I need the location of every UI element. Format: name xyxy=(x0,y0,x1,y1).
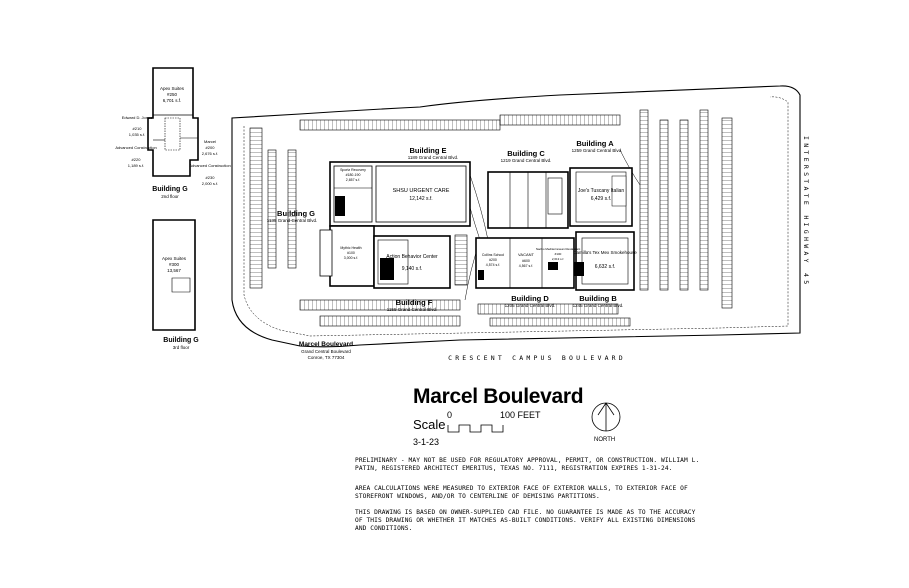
tenant-camillas-name: Camilla's Tex Mex Smokehouse xyxy=(573,250,637,255)
address-name: Marcel Boulevard xyxy=(299,341,353,348)
inset2-edward-suite: #210 xyxy=(133,126,143,131)
building-d-address: 1205 Grand Central Blvd. xyxy=(505,303,556,308)
building-a-address: 1259 Grand Central Blvd. xyxy=(572,148,623,153)
building-e xyxy=(329,161,471,227)
tenant-shsu-area: 12,142 s.f. xyxy=(409,196,432,202)
tenant-mythic-name: Mythic Health xyxy=(340,246,361,250)
inset2-edward-area: 1,035 s.f. xyxy=(129,132,145,137)
tenant-vacant-name: VACANT xyxy=(518,252,534,257)
building-g-address: 1135 Grand Central Blvd. xyxy=(267,218,317,223)
building-a xyxy=(569,167,633,227)
north-label: NORTH xyxy=(594,437,616,443)
building-d-name: Building D xyxy=(511,294,549,303)
inset2-apex-name: Apex Suites xyxy=(160,86,185,91)
inset-building-g-3rd-floor xyxy=(152,219,196,331)
inset2-caption: Building G xyxy=(152,186,188,193)
scale-label: Scale xyxy=(413,417,446,432)
building-b-address: 1245 Grand Central Blvd. xyxy=(573,303,624,308)
tenant-nacho-suite: #100 xyxy=(555,252,562,256)
note-preliminary: PRELIMINARY - MAY NOT BE USED FOR REGULA… xyxy=(355,457,700,472)
building-g-ground xyxy=(319,225,375,287)
building-b xyxy=(574,231,635,291)
tenant-mythic-suite: #100 xyxy=(347,251,355,255)
building-f-name: Building F xyxy=(396,298,433,307)
address-line1: Grand Central Boulevard xyxy=(301,349,351,354)
site-boundary xyxy=(231,85,801,348)
tenant-sportz-suite: #180-190 xyxy=(346,173,361,177)
building-b-name: Building B xyxy=(579,294,617,303)
tenant-mythic-area: 3,000 s.f. xyxy=(344,256,358,260)
inset3-apex-area: 13,567 xyxy=(167,268,181,273)
inset2-adv1-name: Advanced Construction xyxy=(115,145,156,150)
inset2-adv2-suite: #230 xyxy=(206,175,216,180)
scale-end: 100 FEET xyxy=(500,410,541,420)
tenant-joes-name: Joe's Tuscany Italian xyxy=(578,188,624,194)
inset3-apex-name: Apex Suites xyxy=(162,256,187,261)
inset2-adv1-area: 1,189 s.f. xyxy=(128,163,144,168)
scale-bar xyxy=(447,424,504,433)
building-e-name: Building E xyxy=(409,146,446,155)
building-e-address: 1189 Grand Central Blvd. xyxy=(408,155,458,160)
building-c-address: 1219 Grand Central Blvd. xyxy=(501,158,552,163)
inset2-edward-name: Edward D. Jones xyxy=(122,115,152,120)
inset2-marcel-suite: #200 xyxy=(206,145,216,150)
north-arrow-icon xyxy=(591,402,621,432)
building-c xyxy=(487,171,569,229)
tenant-camillas-area: 6,632 s.f. xyxy=(595,264,616,270)
road-crescent-campus: CRESCENT CAMPUS BOULEVARD xyxy=(448,354,626,362)
note-area-calc: AREA CALCULATIONS WERE MEASURED TO EXTER… xyxy=(355,485,688,500)
inset2-adv2-name: Advanced Construction xyxy=(189,163,230,168)
building-d xyxy=(475,237,575,289)
building-g-name: Building G xyxy=(277,209,315,218)
tenant-vacant-suite: #600 xyxy=(522,259,530,263)
tenant-shsu-name: SHSU URGENT CARE xyxy=(393,188,450,194)
inset3-caption: Building G xyxy=(163,337,199,344)
inset2-marcel-name: Marcel xyxy=(204,139,216,144)
building-f xyxy=(373,235,451,289)
tenant-collins-area: 4,574 s.f. xyxy=(486,263,500,267)
tenant-nacho-area: 2,613 s.f. xyxy=(552,257,565,261)
address-line2: Conroe, TX 77304 xyxy=(308,355,345,360)
inset2-marcel-area: 2,676 s.f. xyxy=(202,151,218,156)
building-a-name: Building A xyxy=(576,139,614,148)
tenant-sportz-area: 2,657 s.f. xyxy=(346,178,360,182)
building-f-address: 1155 Grand Central Blvd. xyxy=(387,307,437,312)
building-labels: Building E 1189 Grand Central Blvd. Buil… xyxy=(115,86,637,360)
inset3-sub: 3rd floor xyxy=(173,345,190,350)
plan-title: Marcel Boulevard xyxy=(413,385,584,408)
inset-building-g-2nd-floor xyxy=(147,67,199,177)
inset2-apex-area: 6,701 s.f. xyxy=(163,98,182,103)
tenant-joes-area: 6,429 s.f. xyxy=(591,196,612,202)
tenant-action-area: 9,140 s.f. xyxy=(402,266,423,272)
inset2-adv2-area: 2,000 s.f. xyxy=(202,181,218,186)
inset2-apex-suite: #250 xyxy=(167,92,178,97)
note-cad-file: THIS DRAWING IS BASED ON OWNER-SUPPLIED … xyxy=(355,509,696,532)
tenant-action-name: Action Behavior Center xyxy=(386,254,438,260)
road-interstate: INTERSTATE HIGHWAY 45 xyxy=(802,136,810,287)
building-c-name: Building C xyxy=(507,149,545,158)
tenant-sportz-name: Sportz Recovery xyxy=(340,168,366,172)
tenant-vacant-area: 4,567 s.f. xyxy=(519,264,533,268)
inset2-adv1-suite: #220 xyxy=(132,157,142,162)
tenant-collins-suite: #200 xyxy=(489,258,497,262)
scale-start: 0 xyxy=(447,410,453,420)
plan-date: 3-1-23 xyxy=(413,437,440,447)
tenant-collins-name: Collins School xyxy=(482,253,504,257)
inset3-apex-suite: #300 xyxy=(169,262,180,267)
tenant-nacho-name: Nacho Mediterranean Restaurant xyxy=(536,247,581,251)
parking-areas xyxy=(249,109,733,327)
inset2-sub: 2nd floor xyxy=(161,194,179,199)
